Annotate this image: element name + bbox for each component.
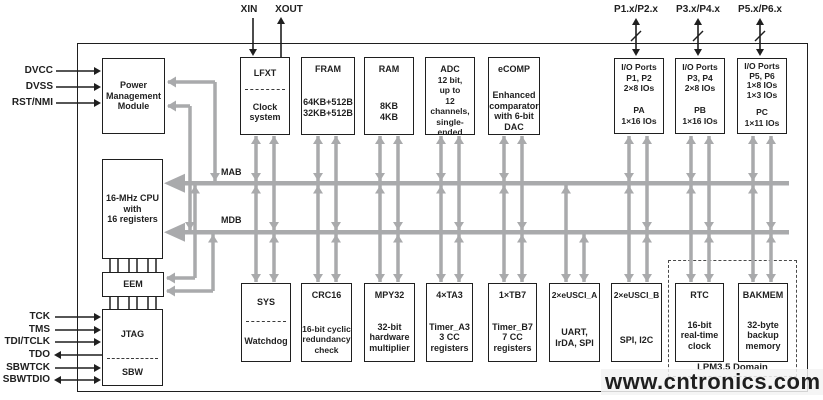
block-sub: Timer_B7 7 CC registers	[492, 321, 533, 353]
pin-label-tdi-tclk: TDI/TCLK	[4, 336, 50, 347]
block-title: 2×eUSCI_B	[613, 290, 660, 300]
pin-label-dvcc: DVCC	[24, 65, 53, 76]
block-crc16: CRC16 16-bit cyclic redundancy check	[301, 283, 352, 362]
block-mpy32: MPY32 32-bit hardware multiplier	[364, 283, 415, 362]
block-title: I/O Ports P5, P6 1×8 IOs 1×3 IOs	[744, 61, 780, 100]
block-title: I/O Ports P1, P2 2×8 IOs	[621, 62, 657, 93]
block-title: LFXT	[253, 68, 277, 79]
block-adc: ADC 12 bit, up to 12 channels, single-en…	[425, 57, 475, 138]
bus-label-mab: MAB	[221, 167, 242, 177]
block-ram: RAM 8KB 4KB	[364, 57, 414, 135]
block-title: FRAM	[315, 64, 341, 74]
block-eem: EEM	[102, 272, 164, 297]
block-bakmem: BAKMEM 32-byte backup memory	[738, 283, 788, 362]
block-sub: 16-bit cyclic redundancy check	[302, 323, 351, 355]
block-text: Power Management Module	[105, 80, 161, 112]
block-text: EEM	[123, 279, 143, 290]
block-timer-a3: 4×TA3 Timer_A3 3 CC registers	[426, 283, 473, 362]
divider	[245, 89, 285, 90]
block-title: ADC	[440, 64, 460, 74]
block-sub: Timer_A3 3 CC registers	[429, 321, 470, 353]
lpm35-domain-label: LPM3.5 Domain	[697, 362, 768, 373]
pin-label-p1p2: P1.x/P2.x	[614, 4, 658, 15]
block-jtag-sbw: JTAG SBW	[102, 309, 163, 386]
block-sub: SPI, I2C	[619, 334, 654, 345]
block-title: 1×TB7	[498, 290, 527, 300]
watermark: www.cntronics.com	[601, 369, 823, 395]
pin-label-dvss: DVSS	[25, 81, 53, 92]
block-sub: Clock system	[249, 101, 281, 123]
pin-label-xin: XIN	[240, 4, 258, 15]
block-sub: 12 bit, up to 12 channels, single-ended	[430, 74, 470, 138]
block-title: SYS	[256, 297, 275, 308]
pin-label-p5p6: P5.x/P6.x	[738, 4, 782, 15]
block-sub: UART, IrDA, SPI	[555, 327, 594, 348]
block-lfxt-clock: LFXT Clock system	[240, 57, 290, 135]
block-title: eCOMP	[497, 64, 530, 74]
pin-label-tdo: TDO	[28, 349, 50, 360]
block-fram: FRAM 64KB+512B 32KB+512B	[301, 57, 355, 135]
block-io-ports-p5-p6: I/O Ports P5, P6 1×8 IOs 1×3 IOs PC 1×11…	[737, 58, 787, 134]
block-sub: 32-bit hardware multiplier	[369, 321, 410, 353]
block-eusci-a: 2×eUSCI_A UART, IrDA, SPI	[549, 283, 600, 362]
block-sub: PC 1×11 IOs	[744, 107, 780, 128]
block-eusci-b: 2×eUSCI_B SPI, I2C	[611, 283, 662, 362]
block-sub: SBW	[122, 366, 143, 377]
block-title: I/O Ports P3, P4 2×8 IOs	[682, 62, 718, 93]
pin-label-rst-nmi: RST/NMI	[11, 97, 53, 108]
block-sub: 16-bit real-time clock	[680, 319, 719, 351]
block-sub: PB 1×16 IOs	[682, 105, 718, 126]
block-rtc: RTC 16-bit real-time clock	[675, 283, 724, 362]
block-title: 4×TA3	[436, 290, 463, 300]
block-sub: Enhanced comparator with 6-bit DAC	[489, 90, 539, 132]
bus-label-mdb: MDB	[221, 215, 242, 225]
block-sub: 64KB+512B 32KB+512B	[303, 97, 353, 118]
block-text: 16-MHz CPU with 16 registers	[105, 193, 159, 225]
pin-label-sbwtdio: SBWTDIO	[2, 374, 50, 385]
block-title: CRC16	[311, 290, 342, 300]
pin-label-p3p4: P3.x/P4.x	[676, 4, 720, 15]
block-title: RTC	[690, 290, 709, 300]
block-cpu: 16-MHz CPU with 16 registers	[102, 159, 163, 259]
chip-boundary	[77, 43, 808, 392]
block-title: MPY32	[374, 290, 405, 300]
block-title: RAM	[378, 64, 400, 74]
block-sub: Watchdog	[244, 336, 288, 347]
block-sys-watchdog: SYS Watchdog	[241, 283, 291, 362]
block-title: 2×eUSCI_A	[551, 290, 598, 300]
divider	[107, 358, 158, 359]
block-power-management: Power Management Module	[102, 58, 165, 134]
block-sub: 32-byte backup memory	[745, 319, 781, 351]
block-sub: PA 1×16 IOs	[621, 105, 657, 126]
divider	[246, 321, 286, 322]
pin-label-sbwtck: SBWTCK	[6, 362, 50, 373]
pin-label-tck: TCK	[29, 311, 50, 322]
block-io-ports-p3-p4: I/O Ports P3, P4 2×8 IOs PB 1×16 IOs	[675, 58, 725, 134]
pin-label-tms: TMS	[28, 324, 50, 335]
block-timer-b7: 1×TB7 Timer_B7 7 CC registers	[488, 283, 537, 362]
block-title: JTAG	[120, 328, 145, 339]
block-io-ports-p1-p2: I/O Ports P1, P2 2×8 IOs PA 1×16 IOs	[614, 58, 664, 134]
block-title: BAKMEM	[742, 290, 784, 300]
pin-label-xout: XOUT	[275, 4, 303, 15]
block-sub: 8KB 4KB	[379, 101, 398, 122]
block-ecomp: eCOMP Enhanced comparator with 6-bit DAC	[488, 57, 540, 135]
